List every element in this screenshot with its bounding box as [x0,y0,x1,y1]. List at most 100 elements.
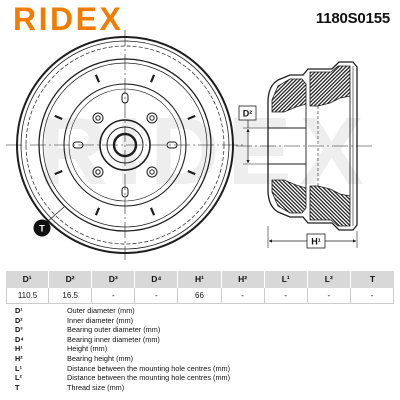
stud-hole [146,166,158,178]
t-leader-line [46,206,65,223]
stud-holes [92,112,158,178]
t-label: T [39,224,45,234]
spec-value-cell: 110.5 [6,288,50,304]
legend-item: D¹ Outer diameter (mm) [15,306,395,316]
legend-item: D⁴ Bearing inner diameter (mm) [15,335,395,345]
mounting-slot [121,92,129,104]
legend-symbol: L² [15,373,22,383]
drum-wall-section [309,65,351,107]
spec-value-cell: - [264,288,308,304]
rib [149,74,156,83]
stud-hole [92,166,104,178]
mounting-slots [72,92,178,198]
front-view [6,30,244,260]
stud-hole-bore [95,169,101,175]
rib [187,114,196,121]
stud-hole-bore [149,169,155,175]
spec-table: D¹ D² D³ D⁴ H¹ H² L¹ L² T 110.5 16.5 - -… [6,271,394,304]
spec-value-cell: 16.5 [49,288,93,304]
mounting-slot [121,186,129,198]
legend-description: Bearing inner diameter (mm) [67,334,160,344]
legend-symbol: T [15,382,20,392]
spec-header-cell: H¹ [178,271,222,288]
hub-outer [99,119,151,171]
spec-header-cell: D³ [92,271,136,288]
rib [94,207,101,216]
legend-item: H¹ Height (mm) [15,344,395,354]
part-number: 1180S0155 [315,10,390,27]
thread-callout: T [33,206,65,237]
spec-value-cell: 66 [178,288,222,304]
rib [149,207,156,216]
spec-header-cell: L² [307,271,351,288]
spec-header-cell: T [350,271,394,288]
rib [187,169,196,176]
spec-header-row: D¹ D² D³ D⁴ H¹ H² L¹ L² T [6,271,394,288]
spec-header-cell: D¹ [6,271,50,288]
rib [94,74,101,83]
side-view: H¹ D² [236,61,372,249]
spec-values-row: 110.5 16.5 - - 66 - - - - [6,288,394,304]
watermark: RIDEX [38,98,371,205]
legend-description: Bearing height (mm) [67,353,134,363]
rib [54,114,63,121]
flange-ribs [54,74,196,216]
legend-description: Outer diameter (mm) [67,306,135,315]
legend-description: Distance between the mounting hole centr… [67,373,231,383]
braking-face-inner [42,62,208,228]
legend-symbol: D¹ [15,306,23,315]
rim-inner-edge [20,40,230,250]
drum-profile-outline [267,61,358,146]
spec-header-cell: L¹ [264,271,308,288]
brand-logo: RIDEX [13,1,124,37]
h1-label-box [306,233,326,249]
hub-section [271,78,307,113]
legend-symbol: H¹ [15,344,23,354]
d2-label-box [238,105,257,121]
legend-symbol: L¹ [15,363,22,373]
flange-outer [63,83,187,207]
technical-drawing: RIDEX [6,30,372,260]
legend-item: D² Inner diameter (mm) [15,316,395,326]
hub-bore [112,132,138,158]
stud-hole [146,112,158,124]
legend-item: H² Bearing height (mm) [15,354,395,364]
stud-hole [92,112,104,124]
legend-item: D³ Bearing outer diameter (mm) [15,325,395,335]
spec-header-cell: D² [49,271,93,288]
legend-symbol: D² [15,315,23,325]
flange-inner [68,88,182,202]
h1-label: H¹ [311,237,321,247]
outer-rim [16,36,234,254]
spec-header-cell: D⁴ [135,271,179,288]
spec-value-cell: - [135,288,179,304]
d2-label: D² [243,109,253,119]
legend-description: Distance between the mounting hole centr… [67,363,231,373]
rim-dashed-circle [25,45,225,245]
spec-header-cell: H² [221,271,265,288]
mounting-slot [166,141,178,149]
legend-description: Inner diameter (mm) [67,315,134,325]
side-upper-half [267,61,358,146]
stud-hole-bore [149,115,155,121]
legend-description: Bearing outer diameter (mm) [67,325,161,335]
rib [54,169,63,176]
legend-symbol: H² [15,353,23,363]
legend-item: T Thread size (mm) [15,383,395,393]
legend-description: Thread size (mm) [67,382,125,392]
legend: D¹ Outer diameter (mm) D² Inner diameter… [15,306,395,392]
spec-value-cell: - [350,288,394,304]
spec-value-cell: - [221,288,265,304]
braking-face-outer [38,58,212,232]
t-label-badge [33,219,51,237]
mounting-slot [72,141,84,149]
stud-hole-bore [95,115,101,121]
legend-symbol: D³ [15,325,23,335]
spec-value-cell: - [307,288,351,304]
legend-item: L² Distance between the mounting hole ce… [15,373,395,383]
legend-description: Height (mm) [67,344,108,354]
legend-symbol: D⁴ [15,334,24,344]
hub-middle [106,126,144,164]
legend-item: L¹ Distance between the mounting hole ce… [15,364,395,374]
spec-value-cell: - [92,288,136,304]
